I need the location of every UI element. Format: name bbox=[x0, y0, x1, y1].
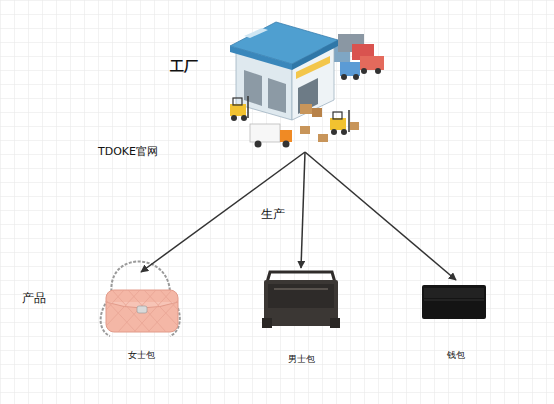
handbag-illustration bbox=[101, 262, 180, 337]
wallet-illustration bbox=[422, 285, 486, 319]
flow-arrow bbox=[305, 152, 456, 280]
row-label: 产品 bbox=[22, 290, 46, 307]
messenger-bag-illustration bbox=[262, 272, 340, 328]
factory-node: 工厂 bbox=[222, 18, 388, 152]
product-name: 女士包 bbox=[100, 349, 182, 362]
product-node: 钱包 bbox=[418, 280, 494, 362]
factory-illustration bbox=[230, 22, 384, 148]
product-name: 钱包 bbox=[418, 349, 494, 362]
edge-label: 生产 bbox=[261, 206, 285, 223]
product-node: 男士包 bbox=[258, 268, 344, 366]
flow-arrow bbox=[141, 152, 305, 272]
site-label: TDOKE官网 bbox=[98, 144, 158, 159]
node-heading: 工厂 bbox=[170, 58, 198, 76]
product-node: 女士包 bbox=[100, 272, 182, 362]
flow-arrow bbox=[301, 152, 305, 268]
product-name: 男士包 bbox=[258, 353, 344, 366]
